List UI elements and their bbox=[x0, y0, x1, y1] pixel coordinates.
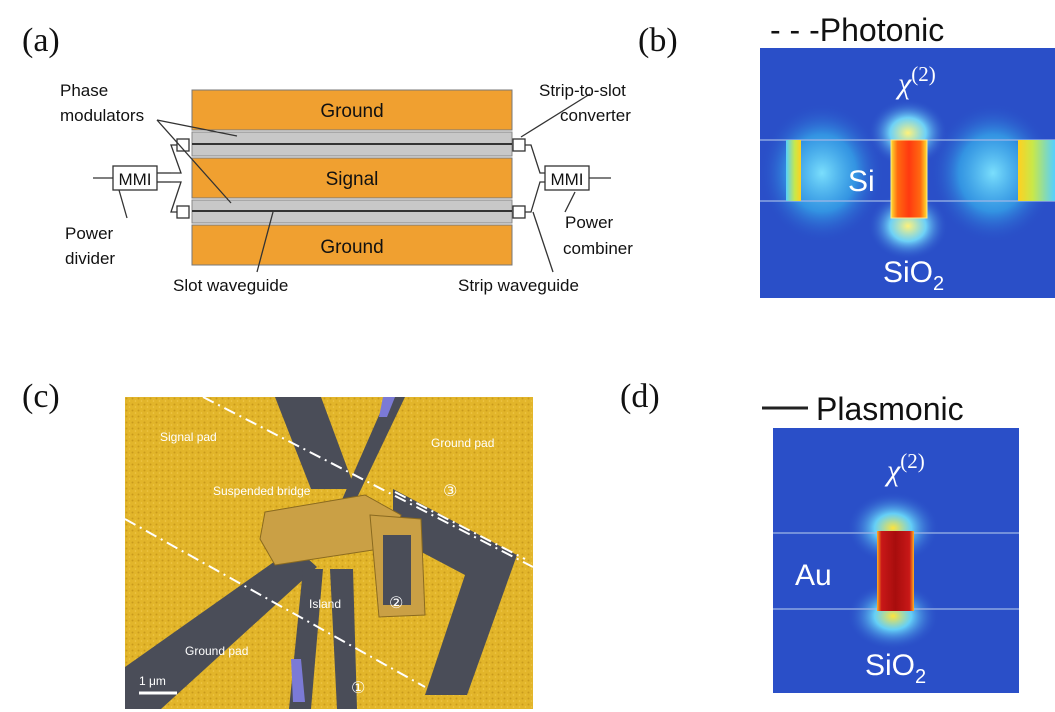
mmi-left-box bbox=[112, 165, 158, 191]
plasmonic-legend-label: Plasmonic bbox=[816, 391, 964, 427]
sem-ground-pad-bottom-label: Ground pad bbox=[185, 644, 248, 658]
label-power-divider-line2: divider bbox=[65, 249, 115, 268]
photonic-sio2-label: SiO2 bbox=[883, 256, 944, 295]
label-power-combiner-line1: Power bbox=[565, 213, 614, 232]
label-mmi-right: MMI bbox=[550, 170, 583, 189]
label-strip-waveguide: Strip waveguide bbox=[458, 276, 579, 295]
sem-ground-pad-top-label: Ground pad bbox=[431, 436, 494, 450]
panel-label-d: (d) bbox=[620, 378, 660, 415]
photonic-legend-label: - - -Photonic bbox=[770, 12, 944, 48]
photonic-chi-symbol: χ(2) bbox=[895, 62, 936, 100]
label-ground-top: Ground bbox=[320, 101, 383, 122]
photonic-legend: - - -Photonic bbox=[770, 12, 944, 48]
label-ground-bottom: Ground bbox=[320, 237, 383, 258]
plasmonic-legend: Plasmonic bbox=[762, 391, 964, 427]
label-signal: Signal bbox=[326, 169, 379, 190]
electrode-signal bbox=[191, 157, 513, 199]
photonic-si-label: Si bbox=[848, 165, 875, 198]
sem-suspended-bridge-label: Suspended bridge bbox=[213, 484, 311, 498]
label-slot-waveguide: Slot waveguide bbox=[173, 276, 288, 295]
label-strip-to-slot-line1: Strip-to-slot bbox=[539, 81, 626, 100]
label-mmi-left: MMI bbox=[118, 170, 151, 189]
plasmonic-chi-symbol: χ(2) bbox=[884, 449, 925, 487]
sem-marker-3: ③ bbox=[443, 481, 457, 500]
electrode-ground-top bbox=[191, 89, 513, 131]
label-power-divider-line1: Power bbox=[65, 224, 114, 243]
photonic-field-map: χ(2) Si SiO2 bbox=[760, 48, 1055, 298]
gold-slot-core bbox=[877, 531, 914, 611]
sem-signal-pad-label: Signal pad bbox=[160, 430, 217, 444]
silicon-slot-core bbox=[890, 139, 928, 219]
plasmonic-field-map: χ(2) Au SiO2 bbox=[773, 428, 1019, 693]
panel-label-c: (c) bbox=[22, 378, 60, 415]
plasmonic-sio2-label: SiO2 bbox=[865, 649, 926, 688]
label-phase-line2: modulators bbox=[60, 106, 144, 125]
sem-island-label: Island bbox=[309, 597, 341, 611]
sem-scale-bar-label: 1 μm bbox=[139, 674, 166, 688]
electrode-ground-bottom bbox=[191, 224, 513, 266]
label-power-combiner-line2: combiner bbox=[563, 239, 633, 258]
modulator-schematic: Ground Signal Ground MMI MMI Phase modul… bbox=[60, 81, 633, 295]
panel-label-b: (b) bbox=[638, 22, 678, 59]
mmi-right-box bbox=[544, 165, 590, 191]
converter-right-top bbox=[512, 138, 526, 152]
label-strip-to-slot-line2: converter bbox=[560, 106, 631, 125]
plasmonic-au-label: Au bbox=[795, 559, 832, 592]
converter-left-bottom bbox=[176, 205, 190, 219]
sem-micrograph: 1 μm Signal pad Ground pad Suspended bri… bbox=[125, 397, 533, 709]
sem-marker-2: ② bbox=[389, 593, 403, 612]
label-phase-line1: Phase bbox=[60, 81, 108, 100]
panel-label-a: (a) bbox=[22, 22, 60, 59]
converter-right-bottom bbox=[512, 205, 526, 219]
sem-marker-1: ① bbox=[351, 678, 365, 697]
